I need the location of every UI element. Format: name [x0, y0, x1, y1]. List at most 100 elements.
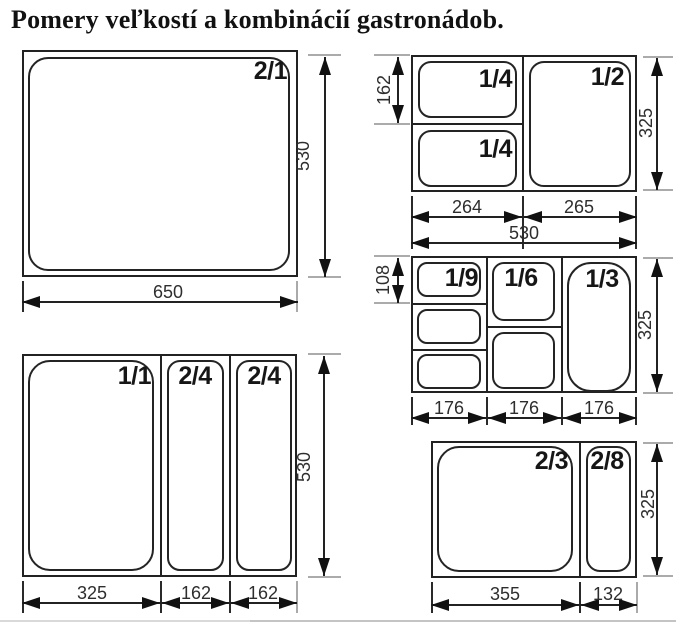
arrowhead-left	[22, 296, 40, 308]
divider-line	[486, 256, 488, 393]
dimension-label: 264	[451, 197, 483, 217]
arrowhead-left	[411, 237, 429, 249]
arrowhead-right	[279, 597, 297, 609]
gn-pan-2-8	[586, 446, 631, 572]
dimension-label: 176	[433, 398, 465, 418]
arrowhead-left	[411, 412, 429, 424]
dimension-label: 650	[152, 282, 184, 302]
arrowhead-right	[619, 211, 637, 223]
arrowhead-up	[651, 259, 663, 277]
arrowhead-left	[488, 412, 506, 424]
extension-line	[522, 196, 524, 249]
arrowhead-right	[619, 599, 637, 611]
arrowhead-down	[319, 259, 331, 277]
arrowhead-down	[651, 374, 663, 392]
divider-line	[579, 441, 581, 578]
dimension-label: 176	[508, 398, 540, 418]
dimension-label: 530	[294, 451, 314, 483]
divider-line	[561, 256, 563, 393]
dimension-label: 325	[636, 107, 656, 139]
extension-tick	[643, 257, 673, 259]
extension-line	[636, 582, 638, 613]
dimension-line	[656, 58, 658, 190]
pan-label: 2/8	[590, 447, 624, 475]
extension-line	[229, 581, 231, 613]
arrowhead-up	[392, 57, 404, 75]
arrowhead-right	[211, 597, 229, 609]
dimension-label: 162	[374, 74, 394, 106]
dimension-label: 162	[247, 583, 279, 603]
gn-pan-1-6	[492, 262, 555, 321]
arrowhead-up	[651, 444, 663, 462]
arrowhead-down	[651, 557, 663, 575]
arrowhead-right	[543, 412, 561, 424]
extension-line	[579, 582, 581, 613]
arrowhead-left	[563, 412, 581, 424]
pan-label: 2/1	[253, 57, 288, 85]
dimension-line	[397, 57, 399, 123]
dimension-line	[22, 301, 298, 303]
arrowhead-left	[524, 211, 542, 223]
arrowhead-left	[431, 599, 449, 611]
gn-pan-2-3	[437, 446, 573, 572]
arrowhead-left	[411, 211, 429, 223]
arrowhead-left	[231, 597, 249, 609]
extension-tick	[374, 255, 410, 257]
extension-tick	[643, 189, 673, 191]
dimension-label: 265	[563, 197, 595, 217]
arrowhead-right	[468, 412, 486, 424]
extension-line	[431, 582, 433, 613]
divider-line	[411, 349, 488, 351]
dimension-line	[323, 356, 325, 576]
pan-label: 1/1	[117, 362, 152, 390]
arrowhead-up	[392, 258, 404, 276]
divider-line	[522, 55, 524, 192]
pan-label: 2/4	[247, 362, 281, 390]
arrowhead-down	[318, 558, 330, 576]
pan-label: 1/4	[478, 135, 513, 163]
dimension-label: 108	[373, 264, 393, 296]
dimension-label: 325	[638, 488, 658, 520]
page-title: Pomery veľkostí a kombinácií gastronádob…	[11, 5, 504, 34]
page-separator-line	[250, 620, 676, 622]
gn-pan-1-2	[529, 61, 631, 187]
extension-tick	[643, 56, 673, 58]
divider-line	[160, 354, 162, 577]
arrowhead-right	[280, 296, 298, 308]
divider-line	[229, 354, 231, 577]
arrowhead-right	[142, 597, 160, 609]
dimension-line	[324, 57, 326, 277]
pan-label: 2/3	[534, 447, 569, 475]
extension-tick	[643, 442, 673, 444]
dimension-label: 176	[583, 398, 615, 418]
divider-line	[411, 303, 488, 305]
extension-tick	[308, 54, 341, 56]
extension-line	[486, 397, 488, 425]
dimension-label: 530	[508, 223, 540, 243]
arrowhead-left	[581, 599, 599, 611]
arrowhead-right	[504, 211, 522, 223]
gn-pan-2-4	[167, 360, 224, 571]
dimension-line	[411, 417, 637, 419]
dimension-line	[656, 259, 658, 392]
dimension-line	[397, 258, 399, 303]
dimension-label: 132	[592, 584, 624, 604]
dimension-label: 530	[293, 140, 313, 172]
dimension-label: 355	[489, 584, 521, 604]
dimension-line	[431, 604, 637, 606]
arrowhead-right	[619, 237, 637, 249]
pan-label: 1/6	[504, 264, 538, 292]
pan-label: 1/3	[585, 265, 619, 293]
arrowhead-left	[22, 597, 40, 609]
pan-label: 2/4	[178, 362, 212, 390]
gn-pan-1-1	[28, 360, 154, 571]
divider-line	[486, 326, 563, 328]
gn-pan-1-3	[567, 262, 631, 392]
dimension-label: 162	[180, 583, 212, 603]
arrowhead-up	[651, 58, 663, 76]
page-separator-line	[0, 620, 250, 622]
arrowhead-down	[392, 285, 404, 303]
pan-label: 1/2	[590, 63, 625, 91]
dimension-line	[656, 444, 658, 575]
